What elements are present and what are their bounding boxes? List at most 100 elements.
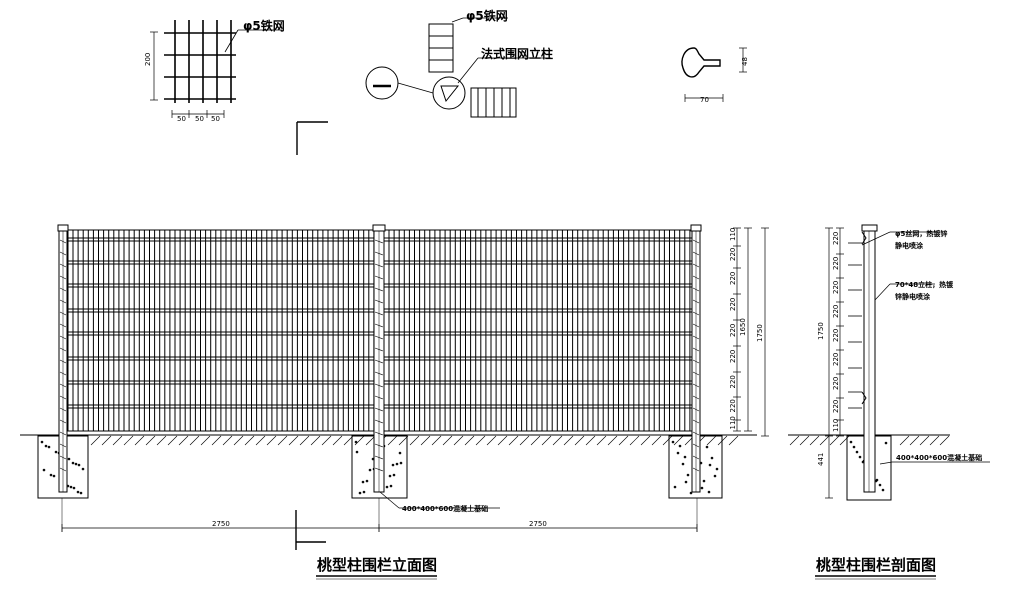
post-clip (59, 431, 67, 436)
connector-line (397, 82, 434, 94)
post-clip (692, 239, 700, 244)
ground-hatch (332, 435, 343, 446)
concrete-speck (710, 456, 714, 460)
ground-hatch (819, 435, 830, 446)
dim-sec-chain-7: 220 (832, 400, 840, 413)
ground-hatch (640, 435, 651, 446)
ground-hatch (497, 435, 508, 446)
ground-hatch (156, 435, 167, 446)
post-clip (374, 251, 384, 256)
leader (451, 17, 464, 23)
concrete-speck (881, 488, 885, 492)
leader (861, 231, 891, 246)
post-clip (374, 371, 384, 376)
concrete-speck (42, 468, 46, 472)
ground-hatch (233, 435, 244, 446)
concrete-speck (705, 445, 709, 449)
ground-hatch (178, 435, 189, 446)
post-clip (692, 347, 700, 352)
post-clip (374, 407, 384, 412)
dim-sec-chain-2: 220 (832, 281, 840, 294)
ground-hatch (123, 435, 134, 446)
post-clip (374, 359, 384, 364)
concrete-speck (398, 451, 402, 455)
ground-hatch (420, 435, 431, 446)
dim-elev-chain-0: 110 (729, 228, 737, 241)
dim-post-height: 48 (741, 57, 749, 66)
ground-hatch (321, 435, 332, 446)
ground-hatch (189, 435, 200, 446)
label-mesh-wire-top-mid: φ5铁网 (466, 8, 508, 23)
ground-hatch (244, 435, 255, 446)
drawing-linework (20, 17, 990, 580)
dim-elev-chain-3: 220 (729, 298, 737, 311)
leader (874, 283, 891, 301)
post-clip (59, 371, 67, 376)
concrete-speck (385, 485, 389, 489)
title-elevation: 桃型柱围栏立面图 (317, 556, 437, 574)
leader (879, 461, 893, 465)
ground-hatch (475, 435, 486, 446)
ground-hatch (112, 435, 123, 446)
ground-hatch (596, 435, 607, 446)
dim-sec-chain-1: 220 (832, 257, 840, 270)
concrete-speck (849, 440, 853, 444)
ground-hatch (200, 435, 211, 446)
concrete-speck (391, 463, 395, 467)
post-clip (692, 407, 700, 412)
post-cap (690, 224, 702, 232)
concrete-speck (855, 450, 859, 454)
post-clip (374, 335, 384, 340)
leader (457, 57, 479, 84)
ground-hatch (651, 435, 662, 446)
dim-elev-chain-8: 110 (729, 416, 737, 429)
post-clip (374, 431, 384, 436)
concrete-speck (388, 474, 392, 478)
ground-hatch (431, 435, 442, 446)
ground-hatch (145, 435, 156, 446)
dim-elev-total: 1750 (756, 324, 764, 342)
post-clip (59, 287, 67, 292)
post-clip (59, 467, 67, 472)
post-clip (692, 323, 700, 328)
concrete-speck (355, 450, 359, 454)
concrete-speck (69, 485, 73, 489)
dim-elev-chain-5: 220 (729, 350, 737, 363)
concrete-speck (681, 462, 685, 466)
dim-elev-chain-7: 220 (729, 399, 737, 412)
dim-sec-chain-0: 220 (832, 232, 840, 245)
section-post (863, 227, 876, 493)
ground-hatch (574, 435, 585, 446)
ground-hatch (508, 435, 519, 446)
ground-hatch (607, 435, 618, 446)
concrete-speck (44, 444, 48, 448)
dim-sec-depth: 441 (817, 453, 825, 466)
post-clip (692, 287, 700, 292)
post-clip (59, 335, 67, 340)
ground-hatch (442, 435, 453, 446)
ground-hatch (899, 435, 910, 446)
concrete-speck (354, 440, 358, 444)
dim-elev-chain-1: 220 (729, 248, 737, 261)
concrete-speck (884, 441, 888, 445)
leader (379, 491, 400, 509)
ground-hatch (409, 435, 420, 446)
post-clip (374, 287, 384, 292)
ground-hatch (563, 435, 574, 446)
concrete-speck (392, 473, 396, 477)
label-foundation-elevation: 400*400*600混凝土基础 (402, 504, 488, 513)
dim-sec-chain-3: 220 (832, 305, 840, 318)
label-mesh-wire-top-left: φ5铁网 (243, 18, 285, 33)
concrete-speck (365, 479, 369, 483)
ground-hatch (839, 435, 850, 446)
post-clip (374, 455, 384, 460)
post-clip (692, 395, 700, 400)
post-section-circle (365, 66, 399, 100)
post-clip (59, 443, 67, 448)
post-section-wedge (440, 85, 460, 103)
post-clip (374, 323, 384, 328)
post-clip (692, 371, 700, 376)
post-clip (59, 239, 67, 244)
title-section: 桃型柱围栏剖面图 (816, 556, 936, 574)
